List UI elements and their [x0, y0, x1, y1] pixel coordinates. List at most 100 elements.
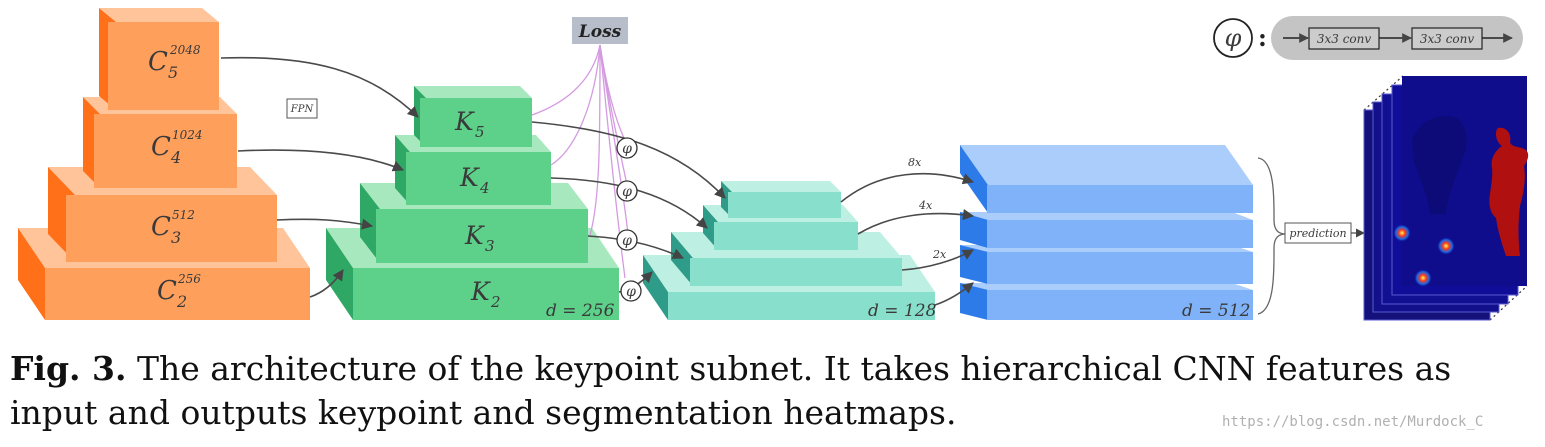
k-block-5 [414, 86, 532, 147]
loss-box: Loss [572, 17, 628, 44]
svg-text:K: K [464, 221, 485, 250]
phi-node-k4: φ [616, 180, 638, 202]
svg-text:φ: φ [622, 141, 632, 157]
svg-text:prediction: prediction [1289, 227, 1346, 240]
svg-text:C: C [151, 132, 171, 162]
silhouette-ghost [1412, 116, 1467, 214]
person-silhouette [1489, 127, 1529, 256]
concat-block-4 [960, 283, 1253, 320]
svg-text::: : [1258, 23, 1267, 52]
k5-top [414, 86, 532, 98]
svg-text:2: 2 [490, 293, 501, 311]
svg-text:5: 5 [168, 63, 178, 82]
b2-front [987, 220, 1253, 248]
c5-front [108, 22, 219, 110]
svg-text:1024: 1024 [172, 128, 203, 142]
svg-text:K: K [454, 107, 475, 136]
watermark: https://blog.csdn.net/Murdock_C [1222, 414, 1484, 430]
mid-dim-label: d = 128 [868, 301, 937, 321]
svg-text:3: 3 [485, 237, 495, 255]
svg-text:512: 512 [172, 208, 195, 222]
prediction-box: prediction [1284, 222, 1352, 244]
c2-side [18, 228, 45, 320]
concat-block-3 [960, 245, 1253, 284]
svg-text:5: 5 [475, 123, 485, 141]
phi-node-k5: φ [616, 137, 638, 159]
svg-text:Loss: Loss [578, 22, 622, 42]
k5-label: K 5 [454, 107, 485, 141]
caption-label: Fig. 3. [10, 349, 127, 388]
upsample-label-4x: 4x [918, 199, 933, 212]
mid-block-5 [721, 181, 841, 218]
b3-front [987, 252, 1253, 284]
svg-text:C: C [151, 212, 171, 242]
svg-text:2: 2 [176, 292, 187, 311]
b2-top [960, 212, 1253, 220]
phi-legend: φ : 3x3 conv 3x3 conv [1213, 16, 1523, 60]
b4-front [987, 290, 1253, 320]
svg-text:φ: φ [626, 284, 636, 300]
k2-front [353, 268, 619, 320]
svg-text:4: 4 [170, 148, 181, 167]
svg-text:3: 3 [171, 228, 181, 247]
m4-front [714, 222, 858, 250]
upsample-label-2x: 2x [932, 248, 947, 261]
svg-text:K: K [470, 277, 491, 306]
caption-text: The architecture of the keypoint subnet.… [10, 349, 1452, 432]
c3-label: C 3 512 [151, 208, 195, 247]
upsample-arrows [840, 172, 975, 306]
k3-front [376, 209, 588, 263]
svg-text:3x3 conv: 3x3 conv [1420, 32, 1475, 46]
m3-front [690, 258, 902, 286]
svg-text:2048: 2048 [169, 43, 201, 57]
svg-text:FPN: FPN [290, 104, 315, 115]
keypoint-spot-1 [1393, 224, 1411, 242]
k4-label: K 4 [459, 163, 490, 197]
k4-front [406, 152, 551, 205]
phi-nodes: φ φ φ φ [616, 137, 642, 302]
loss-connections [531, 44, 629, 279]
b2-side [960, 212, 988, 248]
c2-label: C 2 256 [157, 272, 201, 311]
b4-top [960, 283, 1253, 290]
m3-side [671, 232, 693, 286]
svg-text:K: K [459, 163, 480, 192]
m2-front [668, 292, 935, 320]
b1-front [987, 185, 1253, 213]
svg-text:C: C [148, 47, 168, 77]
m5-front [728, 192, 841, 218]
k2-label: K 2 [470, 277, 501, 311]
k-dim-label: d = 256 [546, 301, 615, 321]
concat-block-2 [960, 212, 1253, 248]
fpn-tag: FPN [286, 98, 318, 119]
svg-text:256: 256 [177, 272, 201, 286]
c4-label: C 4 1024 [151, 128, 203, 167]
diagram-canvas: C 5 2048 C 4 1024 C 3 512 C 2 256 FPN [18, 8, 1529, 321]
svg-text:φ: φ [622, 233, 632, 249]
c5-label: C 5 2048 [148, 43, 201, 82]
keypoint-spot-3 [1414, 269, 1432, 287]
heatmap-stack [1363, 75, 1529, 321]
svg-text:C: C [157, 276, 177, 306]
concat-dim-label: d = 512 [1182, 301, 1250, 321]
svg-text:φ: φ [1225, 24, 1242, 52]
c5-top [99, 8, 219, 22]
svg-text:3x3 conv: 3x3 conv [1317, 32, 1372, 46]
m5-top [721, 181, 841, 192]
legend-phi-circle [1213, 18, 1253, 58]
phi-node-k2: φ [620, 280, 642, 302]
phi-node-k3: φ [616, 229, 638, 251]
c3-front [66, 195, 277, 262]
k3-label: K 3 [464, 221, 495, 255]
keypoint-spot-2 [1437, 237, 1455, 255]
k5-front [420, 98, 532, 147]
c2-front [45, 268, 310, 320]
lateral-arrows [220, 56, 419, 298]
c-block-5 [99, 8, 219, 110]
figure-caption: Fig. 3. The architecture of the keypoint… [10, 347, 1535, 435]
upsample-label-8x: 8x [908, 156, 922, 169]
b1-top [960, 145, 1253, 185]
svg-text:φ: φ [622, 184, 632, 200]
c4-front [94, 114, 237, 188]
